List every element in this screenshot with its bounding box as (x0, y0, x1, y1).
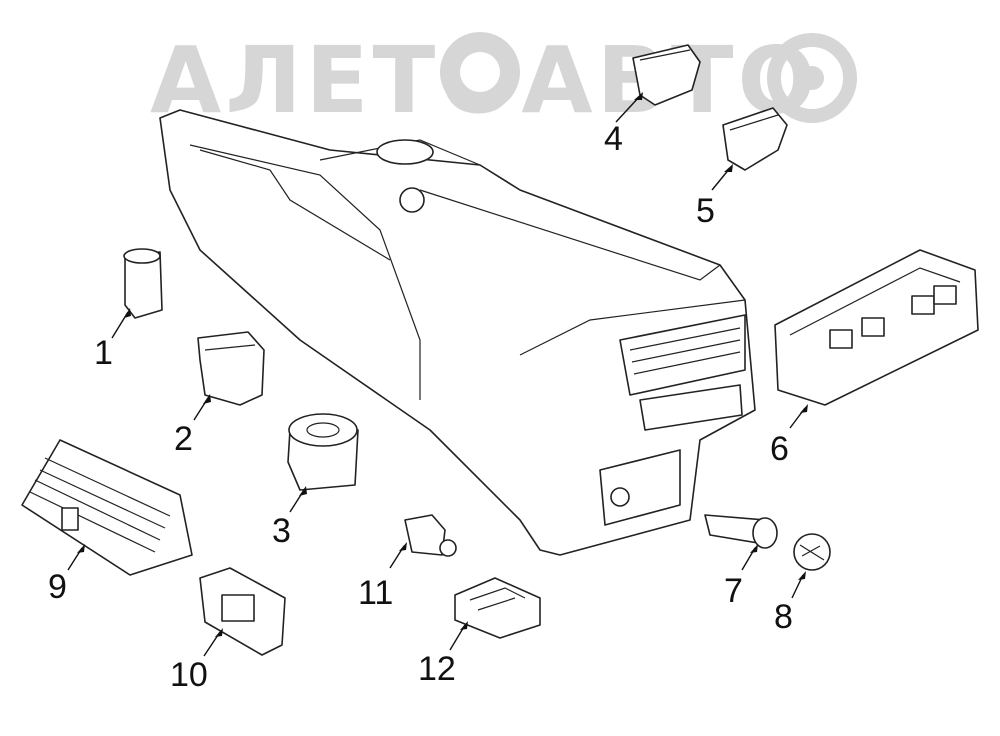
callout-7: 7 (724, 572, 743, 610)
watermark-gear-icon (440, 32, 520, 112)
part-9: 9 (21, 439, 193, 606)
callout-1: 1 (94, 334, 113, 372)
callout-3: 3 (272, 512, 291, 550)
callout-8: 8 (774, 598, 793, 636)
part-7: 7 (704, 514, 778, 610)
callout-6: 6 (770, 430, 789, 468)
part-8: 8 (774, 533, 831, 636)
callout-10: 10 (170, 656, 208, 694)
callout-5: 5 (696, 192, 715, 230)
part-4: 4 (604, 44, 701, 158)
part-12: 12 (418, 577, 541, 688)
part-10: 10 (170, 567, 286, 694)
part-5: 5 (696, 107, 788, 230)
callout-9: 9 (48, 568, 67, 606)
callout-12: 12 (418, 650, 456, 688)
part-3: 3 (272, 413, 359, 550)
part-1: 1 (94, 248, 163, 372)
part-11: 11 (358, 514, 457, 612)
callout-4: 4 (604, 120, 623, 158)
part-2: 2 (174, 331, 265, 458)
watermark-ring-icon (767, 33, 857, 123)
callout-2: 2 (174, 420, 193, 458)
callout-11: 11 (358, 574, 393, 612)
watermark: АЛЕТОАВТО (150, 27, 857, 134)
center-console (159, 109, 756, 556)
part-6: 6 (770, 249, 979, 468)
